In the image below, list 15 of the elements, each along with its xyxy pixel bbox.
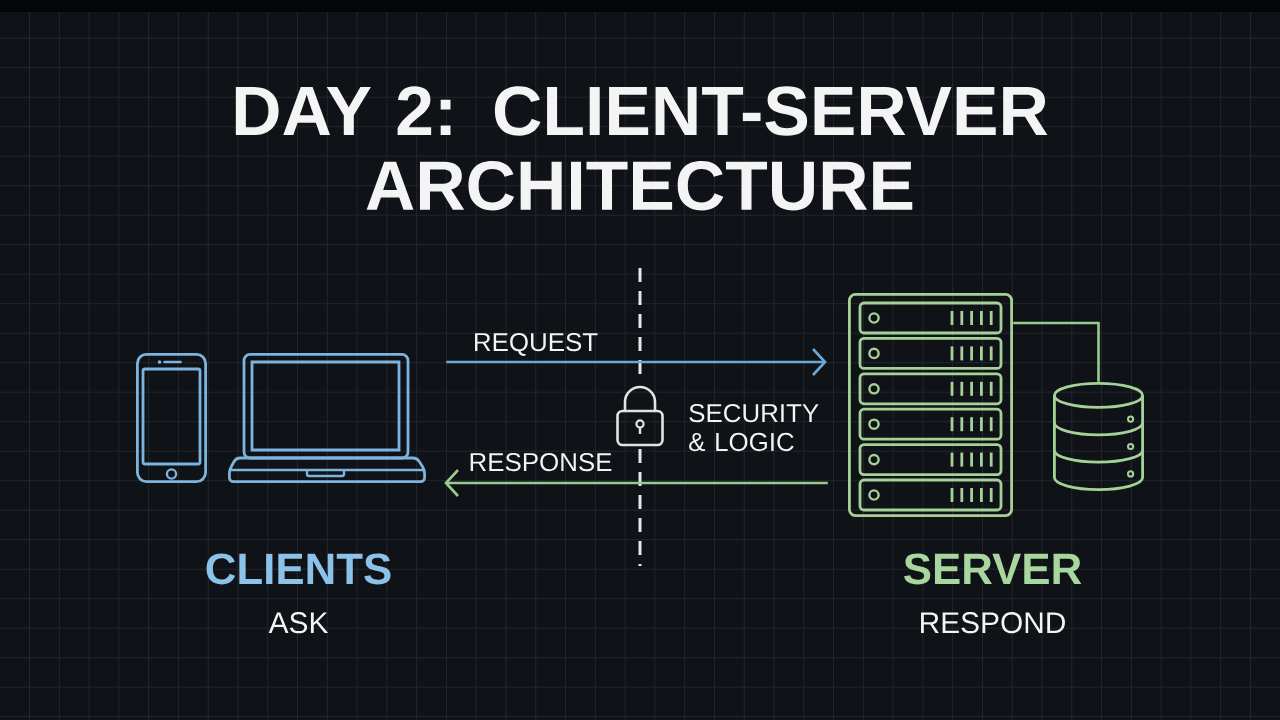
- edge-label: RESPONSE: [470, 452, 612, 472]
- annotation: SECURITY & LOGIC: [689, 403, 819, 452]
- smartphone-drawing: [136, 353, 207, 483]
- section-heading: CLIENTS: [206, 553, 391, 585]
- arrow: [444, 469, 828, 497]
- edge-label: REQUEST: [475, 332, 598, 356]
- database-drawing: [1053, 382, 1144, 491]
- section-heading: SERVER: [904, 553, 1082, 585]
- server-rack-drawing: [848, 293, 1013, 517]
- caption: RESPOND: [921, 612, 1065, 634]
- caption: ASK: [268, 612, 329, 634]
- title: DAY 2: CLIENT-SERVER ARCHITECTURE: [235, 86, 1048, 211]
- connector-line: [1013, 321, 1100, 382]
- arrow: [446, 348, 827, 376]
- laptop-drawing: [228, 353, 426, 483]
